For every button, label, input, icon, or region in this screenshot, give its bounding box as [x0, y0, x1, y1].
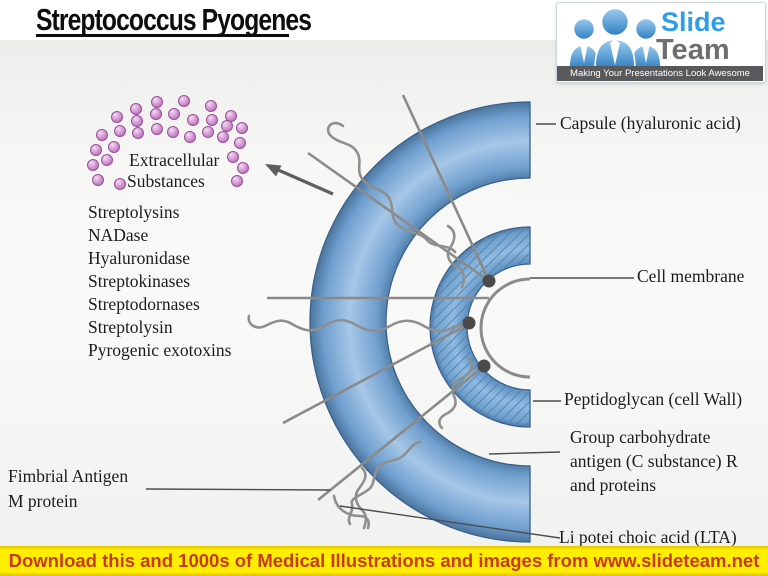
- group-carbohydrate-line3: and proteins: [570, 475, 657, 495]
- cell-membrane-label: Cell membrane: [637, 266, 745, 286]
- capsule-label: Capsule (hyaluronic acid): [560, 113, 741, 133]
- page-title: Streptococcus Pyogenes: [36, 3, 312, 37]
- logo-tagline: Making Your Presentations Look Awesome: [557, 66, 763, 81]
- radial-line: [307, 151, 490, 283]
- dot: [462, 316, 476, 330]
- three-people-with-ties-icon: [568, 7, 662, 69]
- capsule-ring: [309, 101, 531, 543]
- fimbria-wave: [326, 121, 457, 254]
- fimbria-wave: [247, 314, 470, 333]
- membrane-dots: [462, 274, 496, 373]
- fimbria-wave: [354, 466, 368, 530]
- extracellular-arrow: [265, 164, 334, 196]
- fimbria-wave: [446, 224, 466, 289]
- logo-slide-text: Slide: [661, 7, 726, 37]
- radiating-lines: [267, 94, 491, 502]
- fimbria-wave: [332, 494, 371, 530]
- label-pointer-lines: [145, 123, 634, 539]
- substance-item: Streptodornases: [88, 294, 200, 314]
- radial-line: [401, 94, 491, 282]
- peptidoglycan-label: Peptidoglycan (cell Wall): [564, 389, 743, 409]
- cell-membrane-arc: [479, 277, 531, 379]
- lta-pointer: [339, 505, 561, 539]
- radial-line: [317, 364, 485, 502]
- substance-item: Streptokinases: [88, 271, 191, 291]
- substance-item: NADase: [88, 225, 149, 245]
- fimbria-wave: [438, 356, 474, 430]
- download-banner-link[interactable]: Download this and 1000s of Medical Illus…: [8, 550, 760, 571]
- substance-item: Streptolysins: [88, 202, 180, 222]
- substances-list: Streptolysins NADase Hyaluronidase Strep…: [88, 201, 231, 362]
- group-carbohydrate-label: Group carbohydrate antigen (C substance)…: [570, 425, 738, 497]
- dot: [482, 274, 496, 288]
- group-carbohydrate-line1: Group carbohydrate: [570, 427, 711, 447]
- logo-team-text: Team: [656, 34, 730, 66]
- fimbria-wave: [347, 440, 422, 526]
- group-carbohydrate-line2: antigen (C substance) R: [570, 451, 738, 471]
- substance-item: Streptolysin: [88, 317, 173, 337]
- peptidoglycan-hatching: [430, 227, 530, 427]
- fimbrial-antigen-label: Fimbrial Antigen: [8, 466, 129, 486]
- radial-line: [282, 322, 470, 425]
- dot: [477, 359, 491, 373]
- lipoteichoic-acid-label: Li potei choic acid (LTA): [559, 527, 737, 547]
- download-banner: Download this and 1000s of Medical Illus…: [0, 546, 768, 576]
- extracellular-substance-dots: [87, 95, 249, 190]
- extracellular-label-line1: Extracellular: [129, 150, 220, 170]
- fimbrial-pointer: [145, 488, 331, 491]
- group-pointer: [488, 451, 561, 455]
- extracellular-label-line2: Substances: [127, 171, 205, 191]
- m-protein-label: M protein: [8, 491, 78, 511]
- title-underline: [36, 34, 289, 37]
- substance-item: Pyrogenic exotoxins: [88, 340, 232, 360]
- substance-item: Hyaluronidase: [88, 248, 191, 268]
- fimbriae-wavy-lines: [247, 121, 474, 530]
- slideteam-logo[interactable]: Slide Team Making Your Presentations Loo…: [556, 2, 766, 83]
